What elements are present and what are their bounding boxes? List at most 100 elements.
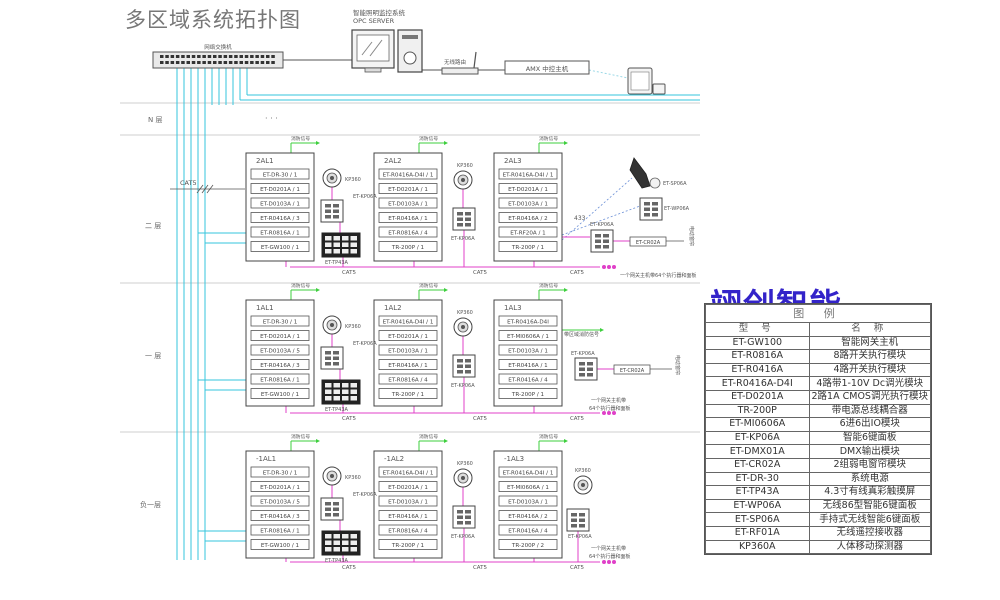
cabinet-name: 1AL2 bbox=[384, 304, 402, 312]
module-box bbox=[378, 183, 438, 194]
legend-model: ET-TP43A bbox=[705, 485, 810, 500]
legend-name: 4路开关执行模块 bbox=[808, 362, 931, 378]
touchscreen-tile-icon bbox=[350, 236, 357, 241]
kp360-sensor-2-f2 bbox=[453, 170, 473, 190]
module-label: TR-200P / 2 bbox=[511, 543, 544, 549]
fire-signal-arrow bbox=[564, 439, 568, 443]
keypad-key-icon bbox=[579, 373, 585, 377]
keypad-frame-icon bbox=[590, 229, 614, 253]
kp06a-label-2-b1: ET-KP06A bbox=[451, 534, 475, 540]
keypad-key-icon bbox=[325, 362, 331, 366]
tp43a-touch-f1 bbox=[321, 379, 361, 405]
module-label: ET-D0103A / 1 bbox=[260, 202, 300, 208]
switch-port bbox=[255, 55, 259, 58]
fire-signal-label: 消防信号 bbox=[291, 282, 310, 289]
cat5-label-f2-a: CAT5 bbox=[342, 270, 357, 276]
cabinet-name: 2AL2 bbox=[384, 157, 402, 165]
tablet-screen bbox=[630, 71, 650, 91]
switch-port bbox=[213, 61, 217, 64]
switch-port bbox=[223, 61, 228, 64]
monitor-screen-icon bbox=[356, 34, 390, 62]
touchscreen-tile-icon bbox=[325, 389, 332, 394]
sensor-core-icon bbox=[330, 176, 334, 180]
touchscreen-tile-icon bbox=[333, 534, 340, 539]
tp43a-touch-b1 bbox=[321, 530, 361, 556]
keypad-key-icon bbox=[644, 213, 650, 217]
touchscreen-tile-icon bbox=[333, 396, 340, 401]
module-box bbox=[378, 212, 438, 223]
kp06a-label-2-f1: ET-KP06A bbox=[451, 383, 475, 389]
module-box bbox=[378, 388, 438, 399]
keypad-frame-icon bbox=[320, 199, 344, 223]
switch-port bbox=[197, 61, 201, 64]
module-label: ET-D0103A / 5 bbox=[260, 500, 300, 506]
module-box bbox=[498, 241, 558, 252]
fire-signal-arrow bbox=[444, 288, 448, 292]
switch-port bbox=[239, 55, 243, 58]
switch-port bbox=[191, 55, 196, 58]
module-label: ET-R0816A / 4 bbox=[388, 231, 428, 237]
module-label: ET-D0103A / 1 bbox=[508, 349, 548, 355]
module-label: ET-D0201A / 1 bbox=[388, 187, 428, 193]
bus-end-dot bbox=[607, 560, 611, 564]
cat5-label-b1-b: CAT5 bbox=[473, 565, 488, 571]
keypad-frame-icon bbox=[320, 346, 344, 370]
touchscreen-tile-icon bbox=[325, 249, 332, 254]
kp06a-label-f2: ET-KP06A bbox=[353, 194, 377, 200]
module-label: ET-R0416A / 2 bbox=[508, 216, 547, 222]
keypad-key-icon bbox=[325, 502, 331, 506]
cabinet-name: 2AL3 bbox=[504, 157, 522, 165]
keypad-key-icon bbox=[595, 234, 601, 238]
keypad-key-icon bbox=[465, 359, 471, 363]
module-label: ET-R0816A / 4 bbox=[388, 378, 428, 384]
module-label: ET-R0416A / 4 bbox=[508, 378, 548, 384]
legend-name: 2路1A CMOS调光执行模块 bbox=[808, 389, 931, 405]
legend-name: 4路带1-10V Dc调光模块 bbox=[808, 376, 931, 391]
switch-port bbox=[191, 61, 196, 64]
legend-name: DMX输出模块 bbox=[808, 444, 931, 459]
switch-port bbox=[160, 55, 164, 58]
switch-port bbox=[271, 55, 275, 58]
tp43a-label-f1: ET-TP43A bbox=[325, 407, 349, 413]
keypad-key-icon bbox=[457, 370, 463, 374]
router-antenna bbox=[473, 51, 477, 69]
fire-signal-label: 消防信号 bbox=[291, 135, 310, 142]
tp43a-label-b1: ET-TP43A bbox=[325, 558, 349, 564]
bus-end-dot bbox=[612, 265, 616, 269]
keypad-key-icon bbox=[333, 204, 339, 208]
kp06a-keypad-b1-3 bbox=[566, 508, 590, 532]
kp360-label-2-f2: KP360 bbox=[457, 163, 473, 169]
zone-fire-label: 带区域消防信号 bbox=[564, 331, 599, 338]
module-box bbox=[378, 344, 438, 356]
cat5-label-b1-c: CAT5 bbox=[570, 565, 585, 571]
opc-server bbox=[351, 29, 423, 73]
legend-name: 6进6出IO模块 bbox=[808, 417, 931, 432]
keypad-key-icon bbox=[325, 215, 331, 219]
kp06a-keypad-2-f2 bbox=[452, 207, 476, 231]
touchscreen-tile-icon bbox=[333, 547, 340, 552]
module-box bbox=[250, 315, 310, 327]
legend-model: ET-CR02A bbox=[705, 457, 810, 473]
module-label: ET-R0416A-D4I / 1 bbox=[503, 173, 554, 179]
keypad-key-icon bbox=[325, 351, 331, 355]
module-label: ET-R0416A / 3 bbox=[260, 216, 300, 222]
keypad-key-icon bbox=[571, 518, 577, 522]
cabinet-name: 1AL1 bbox=[256, 304, 274, 312]
module-box bbox=[498, 344, 558, 356]
module-box bbox=[378, 226, 438, 238]
module-label: ET-MI0606A / 1 bbox=[507, 485, 549, 491]
module-box bbox=[250, 373, 310, 385]
network-switch bbox=[152, 51, 284, 69]
keypad-key-icon bbox=[571, 524, 577, 528]
touchscreen-tile-icon bbox=[350, 242, 357, 247]
module-box bbox=[250, 197, 310, 209]
legend-col-model: 型 号 bbox=[705, 322, 810, 337]
kp360-sensor-b1-3 bbox=[573, 475, 593, 495]
switch-port bbox=[218, 55, 222, 58]
